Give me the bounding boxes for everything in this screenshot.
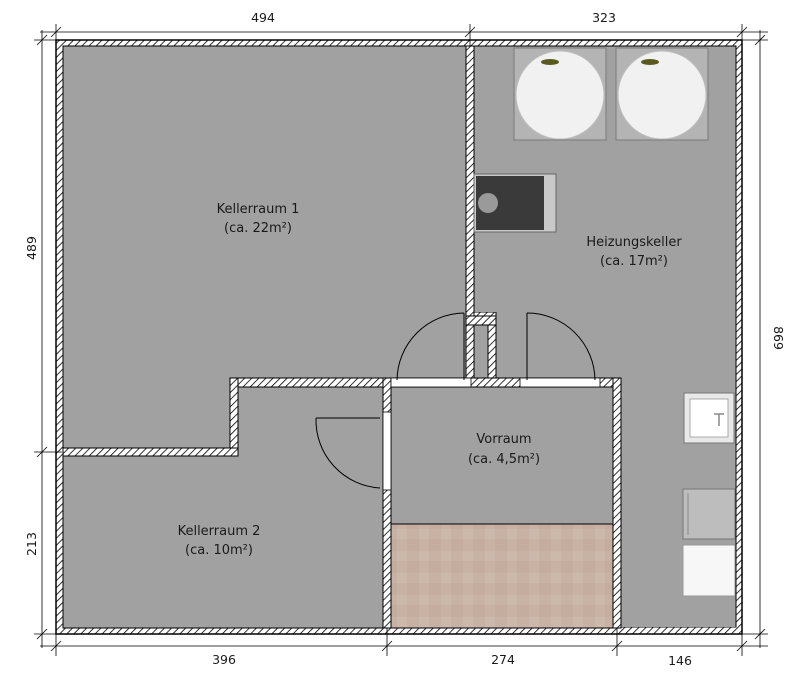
- dim-left-lower: 213: [24, 532, 39, 556]
- door-opening-kellerraum2: [382, 411, 392, 491]
- wall-stub-offset: [465, 315, 497, 326]
- dryer-icon: [682, 544, 736, 597]
- wall-step-horizontal: [62, 447, 239, 457]
- boiler-icon: [473, 173, 557, 233]
- wall-stub-lower: [487, 324, 497, 381]
- wall-vorraum-right: [612, 377, 622, 629]
- room-kellerraum-1-area: (ca. 22m²): [224, 221, 292, 236]
- washing-machine-icon: [682, 488, 736, 540]
- door-swing-kellerraum1: [396, 312, 465, 381]
- room-kellerraum-1-name: Kellerraum 1: [217, 202, 300, 217]
- door-opening-heizung: [519, 377, 601, 388]
- dim-bottom-mid: 274: [491, 652, 515, 667]
- heizungskeller-mid-fill: [498, 312, 736, 378]
- dim-bottom-left: 396: [212, 652, 236, 667]
- dim-bottom-right: 146: [668, 653, 692, 668]
- room-heizungskeller-area: (ca. 17m²): [600, 254, 668, 269]
- room-kellerraum-2-name: Kellerraum 2: [178, 524, 261, 539]
- room-heizungskeller-name: Heizungskeller: [586, 235, 682, 250]
- dimension-lines: [34, 24, 768, 656]
- wall-stub-upper: [465, 45, 475, 317]
- door-opening-kellerraum1: [390, 377, 472, 388]
- door-swing-heizung: [526, 312, 596, 381]
- dim-top-right: 323: [592, 10, 616, 25]
- dim-right-total: 869: [771, 326, 786, 350]
- water-tank-icon: [513, 47, 607, 141]
- water-tank-icon: [615, 47, 709, 141]
- dim-top-left: 494: [251, 10, 275, 25]
- dim-left-upper: 489: [24, 236, 39, 260]
- room-vorraum-area: (ca. 4,5m²): [468, 452, 540, 467]
- door-swing-kellerraum2: [315, 417, 381, 489]
- sink-icon: [683, 392, 735, 444]
- vorraum-tile-area: [390, 523, 614, 629]
- wall-step-vertical: [229, 377, 239, 457]
- room-kellerraum-2-area: (ca. 10m²): [185, 543, 253, 558]
- room-vorraum-name: Vorraum: [476, 432, 531, 447]
